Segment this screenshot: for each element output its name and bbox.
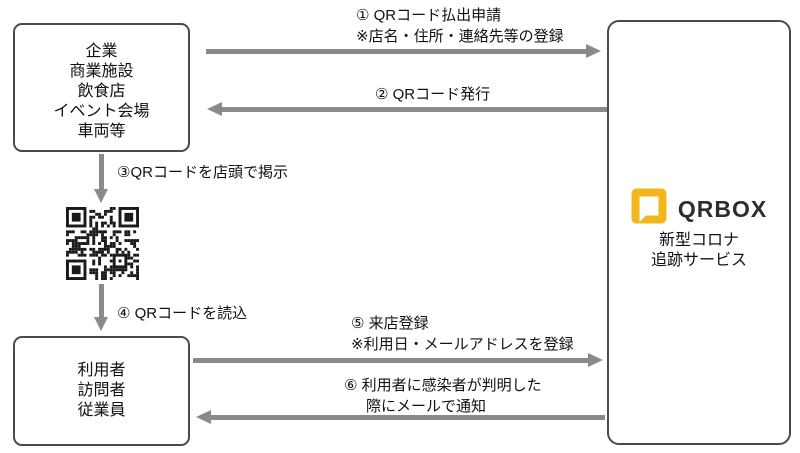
label-step1-line2: ※店名・住所・連絡先等の登録 [356,28,564,45]
service-description: 新型コロナ 追跡サービス [609,231,789,271]
label-step6-line2: 際にメールで通知 [366,398,487,415]
arrow-step6-shaft [209,415,605,420]
arrow-step3-shaft [99,154,104,190]
label-step5: ⑤ 来店登録 ※利用日・メールアドレスを登録 [351,313,574,355]
arrow-step5-shaft [193,358,590,363]
label-step5-line1: ⑤ 来店登録 [351,315,429,332]
users-line: 訪問者 [77,382,126,399]
service-description-line: 新型コロナ [658,232,739,249]
users-line: 従業員 [77,402,126,419]
arrow-step5-head-icon [588,353,603,367]
label-step5-line2: ※利用日・メールアドレスを登録 [351,336,574,353]
qrbox-logo-icon [631,188,667,230]
label-step1-line1: ① QRコード払出申請 [356,7,502,24]
providers-line: イベント会場 [53,102,150,120]
service-box: QRBOX 新型コロナ 追跡サービス [607,20,791,445]
providers-line: 飲食店 [77,82,126,100]
qrbox-brand-text: QRBOX [677,196,768,222]
arrow-step1-head-icon [586,44,601,58]
providers-line: 商業施設 [69,62,134,80]
label-step4: ④ QRコードを読込 [117,305,248,322]
arrow-step4-shaft [99,284,104,318]
label-step2: ② QRコード発行 [375,86,491,103]
providers-line: 車両等 [77,122,126,140]
providers-box: 企業 商業施設 飲食店 イベント会場 車両等 [13,23,190,152]
providers-line: 企業 [85,42,118,60]
qr-code-image [66,207,139,280]
label-step3: ③QRコードを店頭で掲示 [117,164,288,181]
qrbox-logo: QRBOX [609,188,789,230]
arrow-step3-head-icon [94,189,108,203]
arrow-step1-shaft [206,49,588,54]
arrow-step4-head-icon [94,317,108,331]
arrow-step2-shaft [220,107,607,112]
label-step6-line1: ⑥ 利用者に感染者が判明した [344,377,542,394]
arrow-step6-head-icon [196,410,211,424]
users-box: 利用者 訪問者 従業員 [13,336,190,446]
service-description-line: 追跡サービス [650,252,747,269]
label-step6: ⑥ 利用者に感染者が判明した 際にメールで通知 [344,375,542,417]
label-step1: ① QRコード払出申請 ※店名・住所・連絡先等の登録 [356,5,564,47]
users-line: 利用者 [77,362,126,379]
arrow-step2-head-icon [207,102,222,116]
